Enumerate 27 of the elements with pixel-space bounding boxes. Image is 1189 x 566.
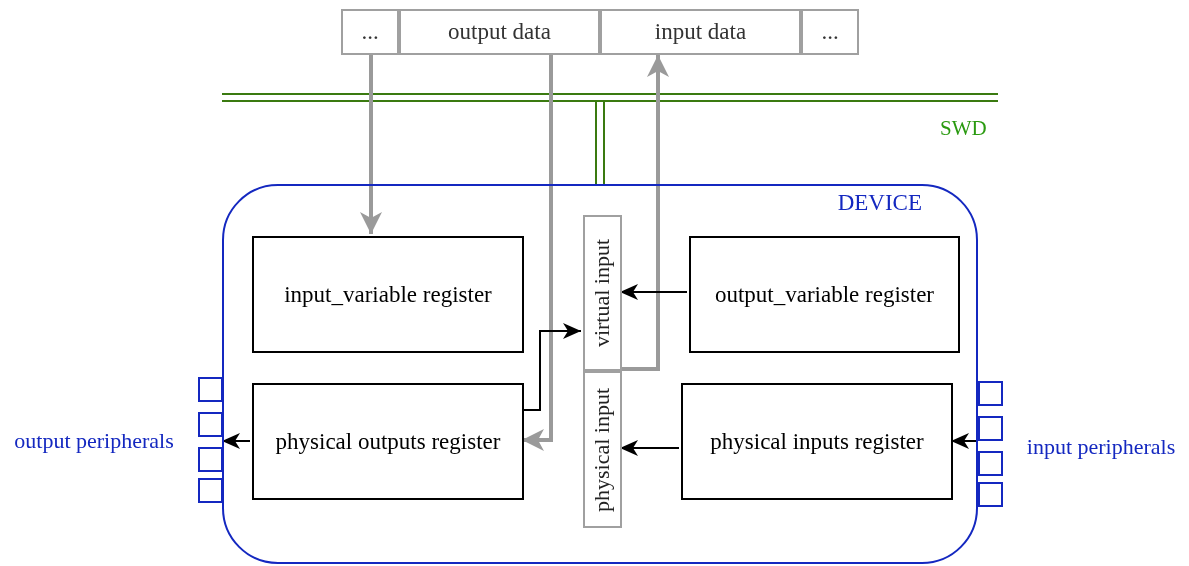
peripheral-label: output peripherals [14,427,174,455]
cell-label: output data [448,18,551,46]
register-label: input_variable register [284,280,492,309]
register-label: physical outputs register [275,427,501,456]
register-box [252,383,524,500]
data-frame-cell [341,9,399,55]
register-box [252,236,524,353]
cell-label: input data [654,18,747,46]
input-slot-box [583,215,622,371]
peripheral-label: input peripherals [1026,433,1176,461]
slot-label: physical input [590,387,615,512]
cell-label: ... [361,18,379,46]
slot-label: virtual input [590,238,615,348]
register-box [681,383,953,500]
data-frame-cell [801,9,859,55]
register-label: physical inputs register [710,427,924,456]
bus-label: SWD [940,115,987,142]
input-slot-box [583,371,622,528]
cell-label: ... [821,18,839,46]
register-label: output_variable register [714,280,935,309]
data-frame-cell [600,9,801,55]
arrow [221,433,251,449]
device-title: DEVICE [837,189,922,217]
device-frame [222,184,978,564]
data-frame-cell [399,9,600,55]
register-box [689,236,960,353]
arrow [360,55,382,234]
